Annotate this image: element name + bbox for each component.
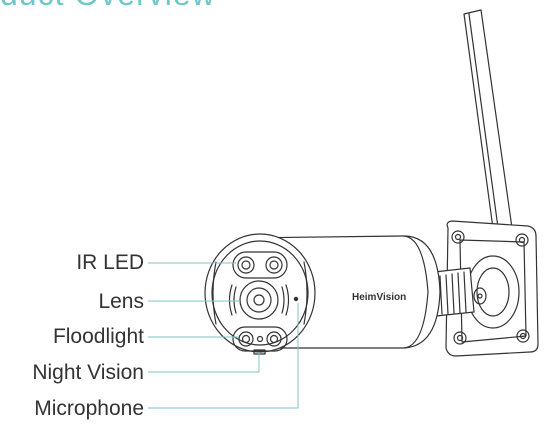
mount-neck <box>433 267 475 317</box>
brand-logo: HeimVision <box>352 292 406 303</box>
wall-mount <box>445 220 539 357</box>
callout-label-floodlight: Floodlight <box>52 325 144 348</box>
microphone-hole <box>293 296 299 302</box>
callout-label-night-vision: Night Vision <box>32 361 144 384</box>
leader-line-night-vision <box>148 352 260 373</box>
callout-label-ir-led: IR LED <box>76 251 144 274</box>
lens <box>228 280 290 320</box>
leader-line-microphone <box>148 303 299 409</box>
leader-lines <box>148 262 299 409</box>
ir-led-pod <box>232 251 288 279</box>
callout-label-lens: Lens <box>98 290 144 313</box>
floodlight-pod <box>232 326 288 352</box>
page-title: duct Overview <box>0 0 216 13</box>
callout-label-microphone: Microphone <box>34 397 144 420</box>
